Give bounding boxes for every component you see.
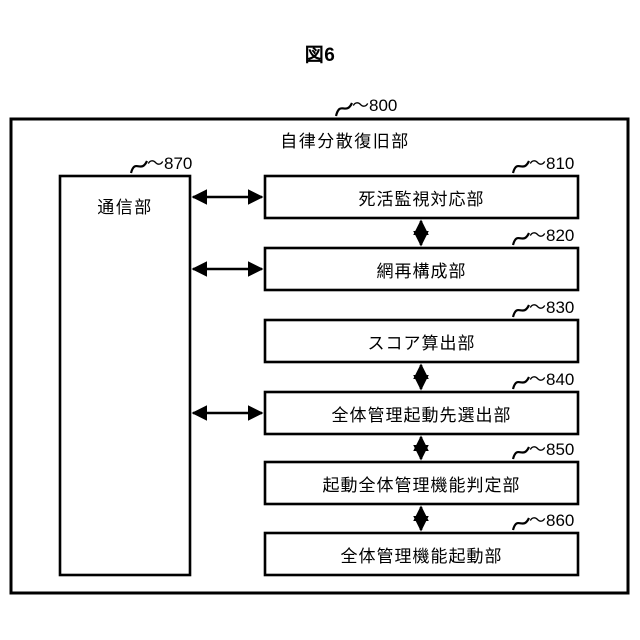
module-box-830 [263, 318, 580, 364]
leader-840 [511, 376, 530, 390]
ref-number-860: ～860 [529, 511, 575, 530]
ref-number-820: ～820 [529, 226, 575, 245]
module-box-840 [263, 390, 580, 436]
module-box-850 [263, 460, 580, 506]
communication-box [58, 174, 192, 577]
leader-810 [511, 160, 530, 174]
module-label-840: 全体管理起動先選出部 [331, 405, 512, 425]
leader-830 [511, 304, 530, 318]
communication-box-label: 通信部 [97, 197, 153, 217]
module-label-850: 起動全体管理機能判定部 [322, 475, 521, 495]
module-box-810 [263, 174, 580, 220]
module-box-860 [263, 531, 580, 577]
module-label-810: 死活監視対応部 [358, 189, 485, 209]
ref-number-830: ～830 [529, 298, 575, 317]
ref-number-850: ～850 [529, 440, 575, 459]
ref-number-840: ～840 [529, 370, 575, 389]
outer-box-title: 自律分散復旧部 [280, 132, 410, 151]
leader-860 [511, 517, 530, 531]
leader-820 [511, 232, 530, 246]
outer-box [9, 117, 630, 595]
module-label-860: 全体管理機能起動部 [340, 546, 503, 566]
leader-850 [511, 446, 530, 460]
leader-870 [129, 160, 148, 174]
ref-number-810: ～810 [529, 154, 575, 173]
figure-title: 図6 [304, 45, 336, 66]
ref-number-800: ～800 [352, 96, 398, 115]
module-box-820 [263, 246, 580, 292]
ref-number-870: ～870 [147, 154, 193, 173]
module-label-820: 網再構成部 [376, 261, 467, 281]
leader-800 [334, 102, 353, 117]
module-label-830: スコア算出部 [367, 333, 476, 353]
